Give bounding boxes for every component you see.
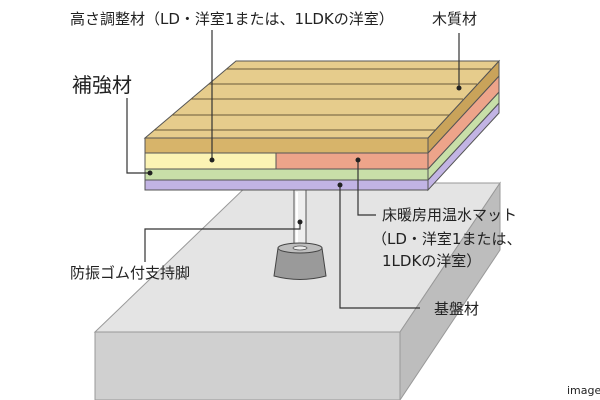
label-heating-mat-line1: 床暖房用温水マット [382,206,517,224]
floor-panel [143,59,501,192]
leader-lines [126,30,462,309]
green-layer-front [144,168,429,181]
wood-front-face [144,137,429,154]
rubber-foot [273,247,327,280]
plank-seams [154,68,491,131]
label-heating-mat-line3: 1LDKの洋室） [382,252,481,270]
purple-layer-front [144,179,429,191]
label-height-adjuster: 高さ調整材（LD・洋室1または、1LDKの洋室） [70,10,394,28]
leader-reinforcement [126,98,150,174]
label-reinforcement: 補強材 [72,73,132,97]
leader-base-board [339,185,420,309]
label-wood: 木質材 [432,10,477,28]
support-leg [273,189,327,280]
slab-front-face [94,331,401,400]
slab-side-face [399,181,501,400]
leader-rubber-leg [144,222,301,262]
image-watermark: image [567,384,600,397]
label-heating-mat-line2: （LD・洋室1または、 [372,230,521,248]
label-base-board: 基盤材 [434,300,479,318]
leader-heating-mat [357,160,376,216]
heating-mat-strip [275,152,429,170]
label-rubber-leg: 防振ゴム付支持脚 [70,264,190,282]
